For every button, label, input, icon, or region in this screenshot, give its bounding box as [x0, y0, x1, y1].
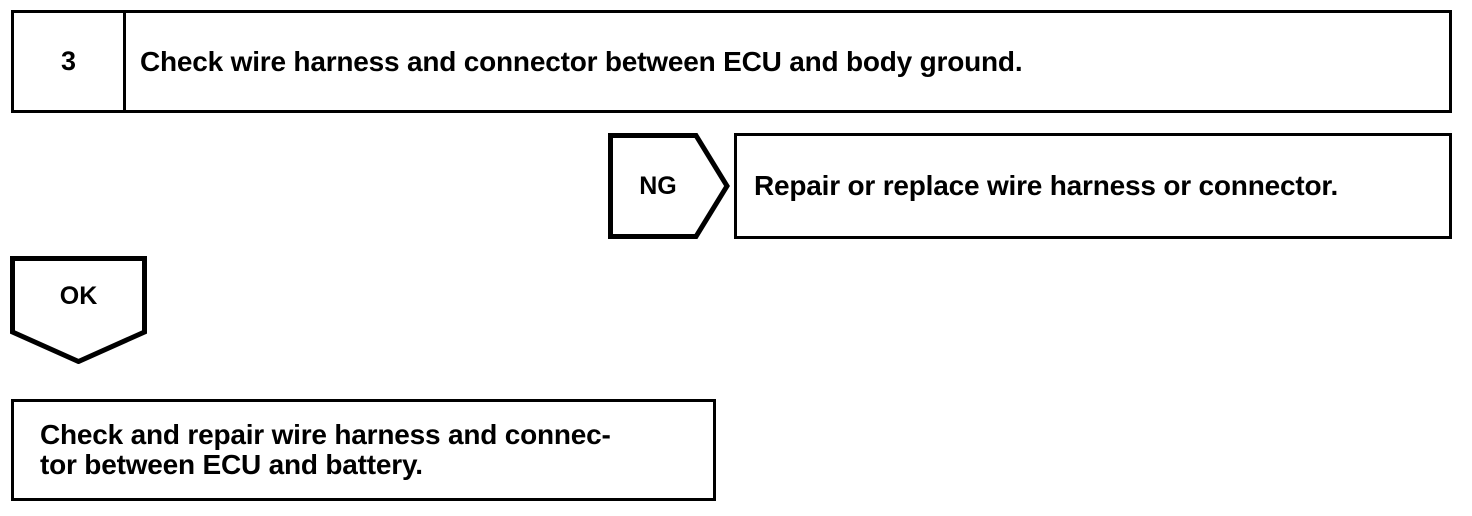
step-header-row: 3 Check wire harness and connector betwe… [11, 10, 1452, 113]
step-number-cell: 3 [14, 13, 126, 110]
final-action-line-1: Check and repair wire harness and connec… [40, 419, 611, 450]
ng-label: NG [639, 171, 677, 200]
step-instruction-cell: Check wire harness and connector between… [126, 13, 1449, 110]
ok-label: OK [59, 281, 98, 310]
ng-arrow-right-icon [608, 133, 730, 239]
ng-branch: NG Repair or replace wire harness or con… [608, 133, 1452, 239]
ng-result-box: Repair or replace wire harness or connec… [734, 133, 1452, 239]
ok-arrow-down-icon [10, 256, 147, 364]
final-action-box: Check and repair wire harness and connec… [11, 399, 716, 501]
final-action-line-2: tor between ECU and battery. [40, 449, 423, 480]
step-instruction-text: Check wire harness and connector between… [140, 45, 1023, 77]
step-number: 3 [60, 46, 77, 76]
ng-result-text: Repair or replace wire harness or connec… [754, 170, 1339, 202]
